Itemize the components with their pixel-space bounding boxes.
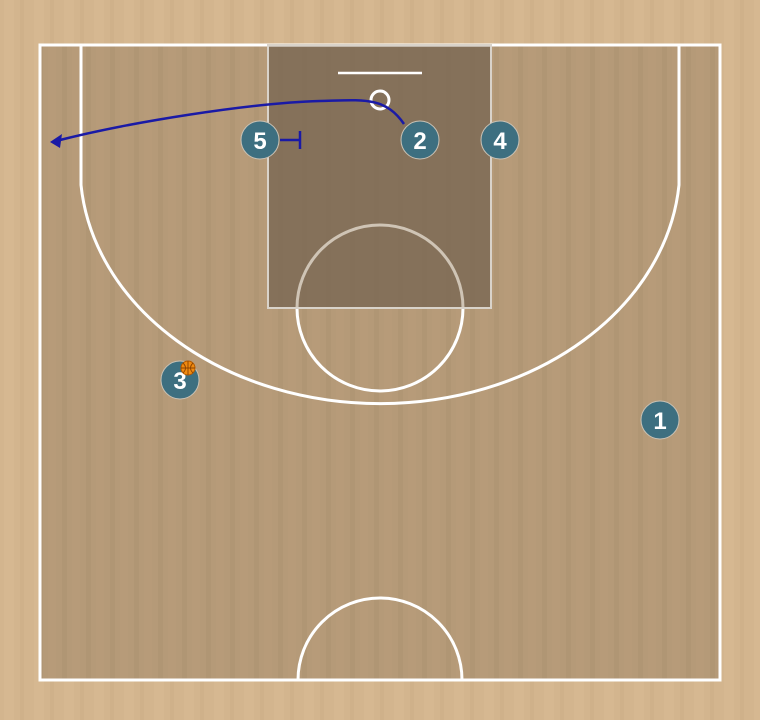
player-label: 1 [653, 408, 666, 435]
screen-action [280, 131, 302, 149]
player-label: 5 [253, 128, 266, 155]
player-marker[interactable] [240, 120, 280, 160]
player-label: 2 [413, 128, 426, 155]
paint-area [268, 45, 491, 308]
player-label: 4 [493, 128, 507, 155]
player-label: 3 [173, 368, 186, 395]
player-2[interactable]: 2 [400, 120, 440, 160]
center-circle [296, 596, 464, 681]
player-marker[interactable] [640, 400, 680, 440]
player-1[interactable]: 1 [640, 400, 680, 440]
cut-arrowhead-icon [50, 134, 62, 148]
lane-lines [267, 44, 492, 309]
player-3[interactable]: 3 [160, 360, 200, 400]
player-marker[interactable] [480, 120, 520, 160]
basketball-icon [180, 360, 196, 376]
three-point-line [79, 45, 681, 406]
hoop-icon [369, 89, 391, 111]
cut-action [50, 98, 406, 148]
player-5[interactable]: 5 [240, 120, 280, 160]
player-4[interactable]: 4 [480, 120, 520, 160]
player-marker[interactable] [400, 120, 440, 160]
cut-path [55, 98, 406, 143]
free-throw-circle-top [295, 223, 465, 309]
free-throw-circle-bottom [295, 307, 465, 393]
